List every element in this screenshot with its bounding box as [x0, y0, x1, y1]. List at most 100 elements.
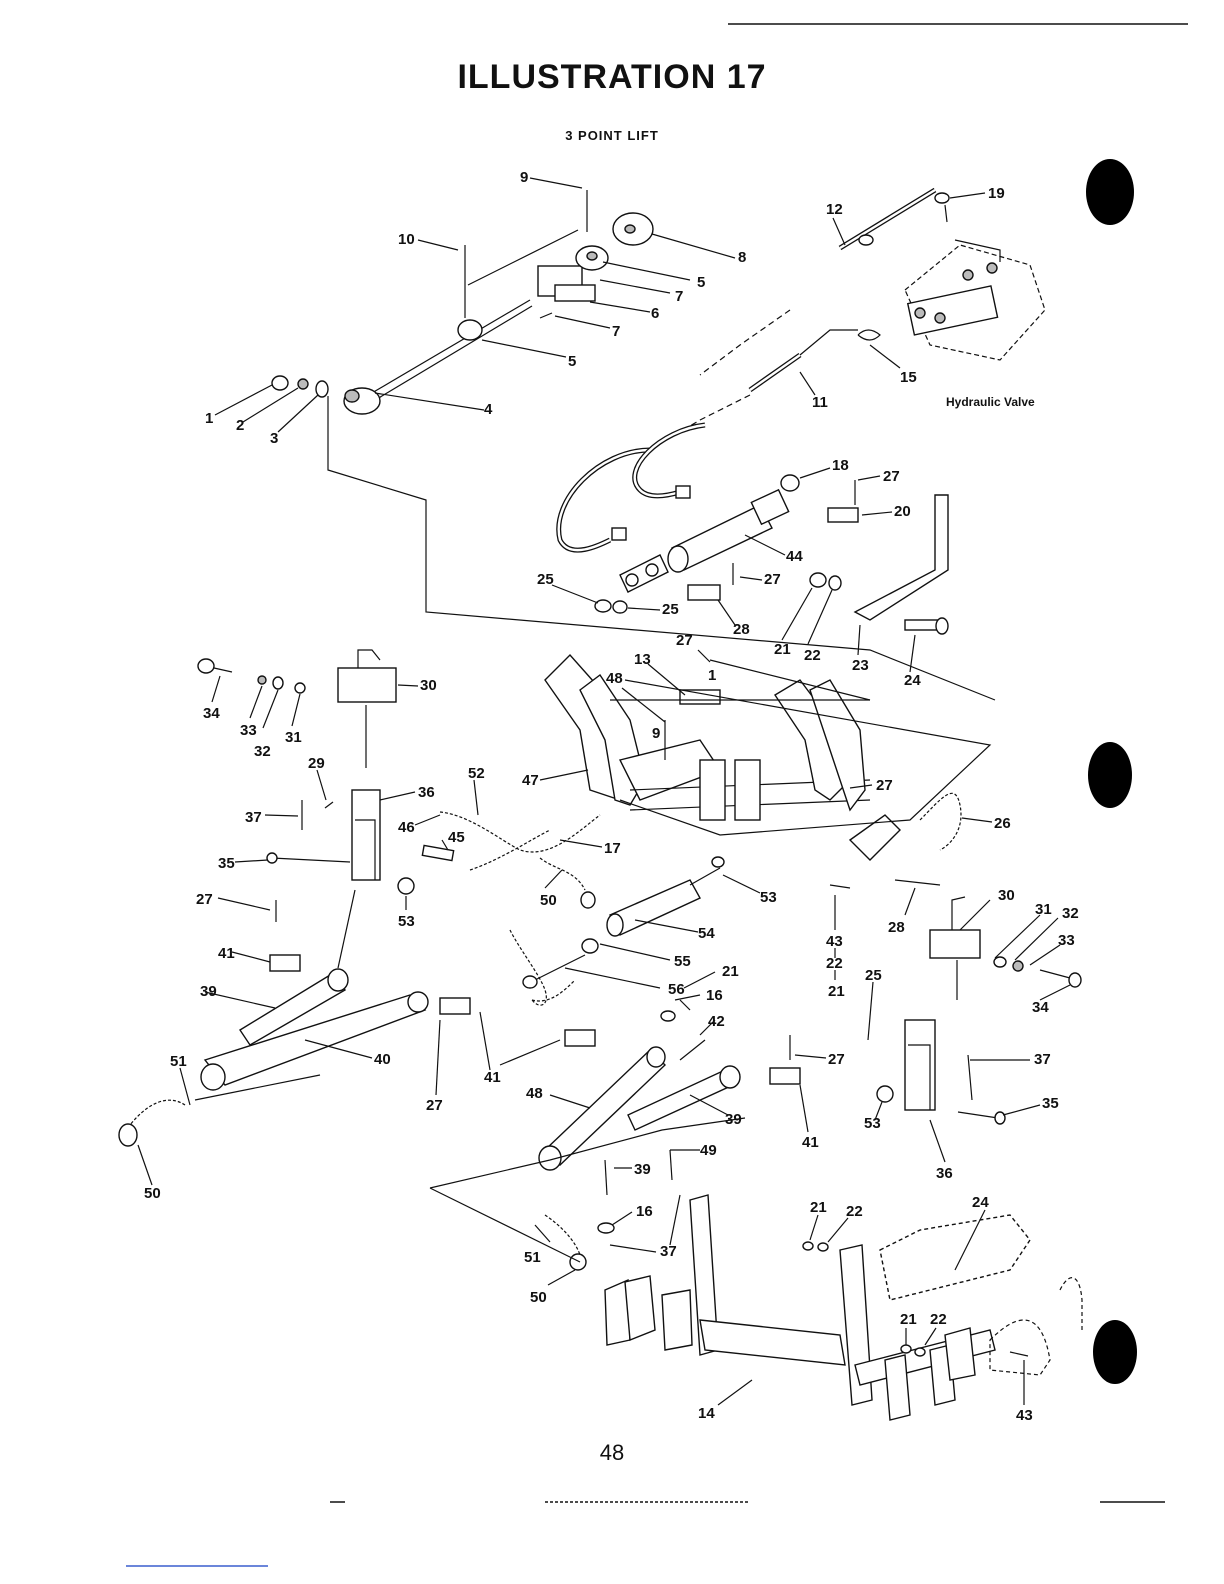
callout: 54	[698, 925, 715, 942]
callout: 40	[374, 1051, 391, 1068]
callout: 15	[900, 369, 917, 386]
callout: 48	[526, 1085, 543, 1102]
callout: 12	[826, 201, 843, 218]
callout: 21	[828, 983, 845, 1000]
callout: 39	[725, 1111, 742, 1128]
callout: 1	[708, 667, 716, 684]
callout: 30	[998, 887, 1015, 904]
callout: 29	[308, 755, 325, 772]
callout: 16	[706, 987, 723, 1004]
callout: 10	[398, 231, 415, 248]
callout: 17	[604, 840, 621, 857]
binder-hole-top	[1086, 159, 1134, 225]
rock-shaft-assembly	[544, 653, 992, 861]
callout: 4	[484, 401, 493, 418]
callout: 33	[1058, 932, 1075, 949]
callout: 41	[218, 945, 235, 962]
check-chain-assembly	[421, 792, 962, 909]
callout: 5	[697, 274, 705, 291]
callout: 56	[668, 981, 685, 998]
callout: 27	[876, 777, 893, 794]
callout: 9	[520, 169, 528, 186]
callout: 27	[828, 1051, 845, 1068]
callout: 28	[733, 621, 750, 638]
callout: 43	[826, 933, 843, 950]
callout: 21	[900, 1311, 917, 1328]
callout: 34	[1032, 999, 1049, 1016]
callout: 25	[537, 571, 554, 588]
callout: 26	[994, 815, 1011, 832]
callout: 22	[846, 1203, 863, 1220]
hydraulic-valve-assembly	[556, 187, 1046, 553]
callout: 11	[812, 394, 828, 411]
callout: 19	[988, 185, 1005, 202]
callout: 24	[904, 672, 921, 689]
callout: 53	[864, 1115, 881, 1132]
callout: 53	[760, 889, 777, 906]
callout: 53	[398, 913, 415, 930]
lift-rod-assembly	[271, 190, 996, 701]
callout: 41	[484, 1069, 501, 1086]
hydraulic-cylinder	[594, 474, 859, 614]
callout: 22	[826, 955, 843, 972]
leader-lines	[137, 177, 1071, 1406]
callout: 16	[636, 1203, 653, 1220]
callout: 37	[1034, 1051, 1051, 1068]
hydraulic-valve-label: Hydraulic Valve	[946, 395, 1035, 409]
left-lower-link	[118, 889, 429, 1147]
callout: 30	[420, 677, 437, 694]
left-leveling-assembly	[197, 649, 415, 895]
callout: 52	[468, 765, 485, 782]
callout: 46	[398, 819, 415, 836]
callout: 36	[418, 784, 435, 801]
right-leveling-assembly	[829, 879, 1082, 1125]
lift-bracket	[809, 494, 949, 635]
callout: 50	[530, 1289, 547, 1306]
center-link-assembly	[509, 856, 725, 1006]
callout: 21	[774, 641, 791, 658]
right-lower-link	[429, 997, 801, 1271]
callout: 13	[634, 651, 651, 668]
callout: 37	[660, 1243, 677, 1260]
callout: 44	[786, 548, 803, 565]
callout: 35	[1042, 1095, 1059, 1112]
callout: 7	[675, 288, 683, 305]
callout: 27	[883, 468, 900, 485]
callout: 31	[285, 729, 302, 746]
callout: 28	[888, 919, 905, 936]
callout: 27	[764, 571, 781, 588]
callout: 7	[612, 323, 620, 340]
callout: 48	[606, 670, 623, 687]
callout: 34	[203, 705, 220, 722]
callout: 39	[200, 983, 217, 1000]
callout: 27	[426, 1097, 443, 1114]
callout: 1	[205, 410, 213, 427]
callout: 45	[448, 829, 465, 846]
callout: 35	[218, 855, 235, 872]
callout: 22	[804, 647, 821, 664]
page-title: ILLUSTRATION 17	[457, 58, 767, 96]
callout: 31	[1035, 901, 1052, 918]
binder-hole-middle	[1088, 742, 1132, 808]
callout: 24	[972, 1194, 989, 1211]
callout: 21	[810, 1199, 827, 1216]
callout: 9	[652, 725, 660, 742]
callout: 51	[524, 1249, 541, 1266]
drawbar-frame	[604, 1194, 1083, 1421]
callout: 21	[722, 963, 739, 980]
callout: 14	[698, 1405, 715, 1422]
callout: 2	[236, 417, 244, 434]
callout-labels: 9 10 8 5 7 6 7 5 1 2 3 4 12 19 15 11 18 …	[144, 169, 1079, 1424]
callout: 20	[894, 503, 911, 520]
callout: 32	[254, 743, 271, 760]
page-number: 48	[599, 1440, 625, 1465]
callout: 42	[708, 1013, 725, 1030]
callout: 41	[802, 1134, 819, 1151]
callout: 47	[522, 772, 539, 789]
callout: 50	[144, 1185, 161, 1202]
callout: 37	[245, 809, 262, 826]
callout: 22	[930, 1311, 947, 1328]
callout: 18	[832, 457, 849, 474]
callout: 39	[634, 1161, 651, 1178]
